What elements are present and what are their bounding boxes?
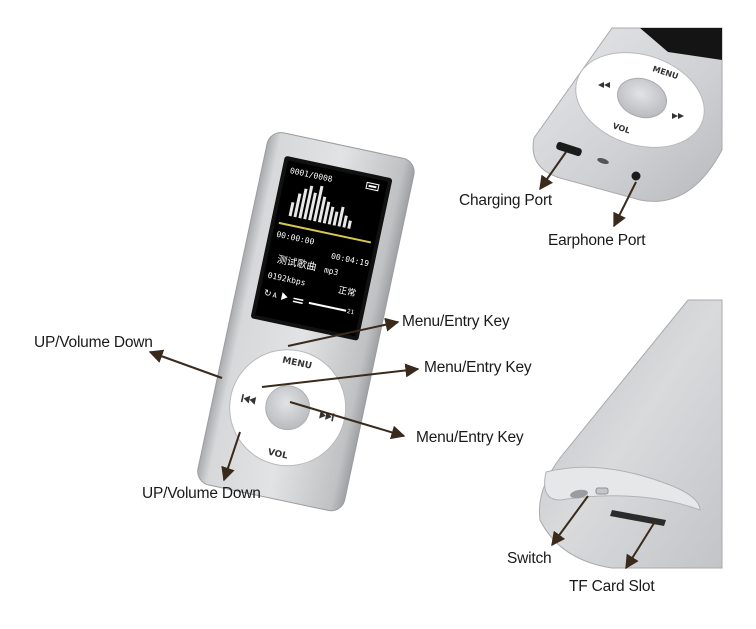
ports-detail: MENU VOL: [532, 27, 723, 202]
arrow-charging-port: [539, 151, 567, 191]
label-charging-port: Charging Port: [459, 192, 553, 209]
tf-card-slot-hole: [610, 510, 666, 526]
label-earphone-port: Earphone Port: [548, 232, 646, 249]
ports-screen-edge: [640, 28, 722, 60]
eq-mode: 正常: [337, 284, 357, 299]
prev-icon[interactable]: [240, 394, 257, 405]
arrow-up-volume-bottom: [221, 431, 241, 482]
label-menu-entry-middle: Menu/Entry Key: [424, 359, 532, 376]
switch-knob: [595, 487, 609, 495]
volume-bar: [308, 301, 347, 312]
slot-detail-edge: [544, 466, 701, 511]
label-up-volume-down-left: UP/Volume Down: [34, 334, 153, 351]
label-tf-card-slot: TF Card Slot: [569, 578, 655, 595]
label-switch: Switch: [507, 550, 552, 567]
arrow-menu-middle: [261, 363, 420, 388]
vol-label: VOL: [267, 448, 289, 462]
center-button[interactable]: [262, 382, 314, 434]
earphone-port-hole: [631, 171, 641, 181]
slot-detail: [538, 299, 723, 569]
switch-hole: [570, 489, 588, 499]
detail-prev-icon: [598, 82, 610, 88]
arrow-tf-card-slot: [625, 519, 657, 570]
label-menu-entry-top: Menu/Entry Key: [402, 313, 510, 330]
progress-bar: [278, 221, 372, 244]
battery-icon: [365, 181, 380, 192]
arrow-switch: [551, 495, 589, 547]
label-up-volume-down-bottom: UP/Volume Down: [142, 485, 261, 502]
main-player: 0001/0008 00:00:00 00:04:19 测试歌曲 mp3 019…: [197, 132, 415, 512]
detail-center-button: [617, 77, 667, 119]
detail-next-icon: [672, 113, 684, 119]
arrow-menu-top: [287, 317, 400, 347]
label-menu-entry-bottom: Menu/Entry Key: [416, 429, 524, 446]
arrow-earphone-port: [613, 181, 637, 228]
charging-port-hole: [556, 141, 582, 157]
volume-level: 21: [346, 308, 355, 316]
file-ext: mp3: [323, 265, 339, 277]
arrow-up-volume-left: [148, 349, 223, 379]
slot-detail-body: [538, 299, 723, 569]
mic-hole: [597, 157, 609, 165]
play-icon: [280, 292, 288, 300]
equalizer-visual: [288, 185, 352, 229]
repeat-mode: A: [272, 291, 279, 300]
screen: [255, 160, 388, 337]
repeat-icon: ↻: [263, 288, 272, 299]
callout-arrows: [148, 151, 657, 570]
arrow-menu-bottom: [289, 401, 406, 440]
